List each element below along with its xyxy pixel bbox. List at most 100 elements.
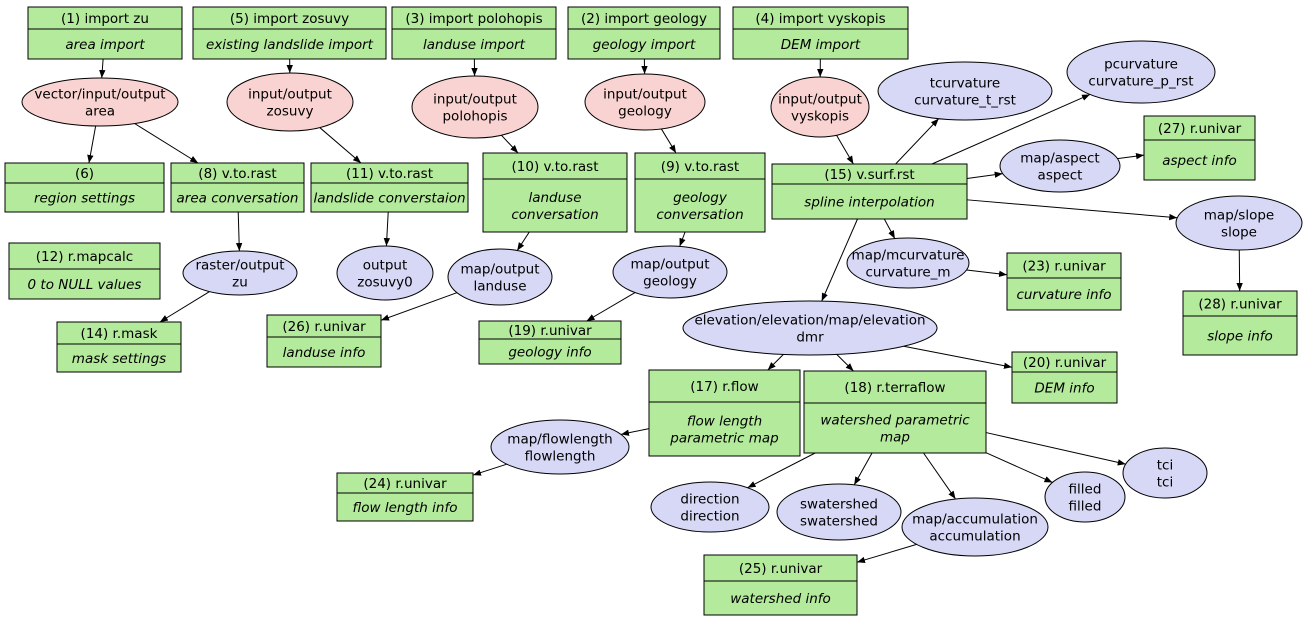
edge-e_flowlength-b24 bbox=[472, 463, 507, 476]
step-description: watershed info bbox=[730, 591, 831, 607]
data-node-label: raster/output bbox=[195, 258, 284, 274]
edge-b15-e_mcurv bbox=[883, 218, 896, 239]
step-description: spline interpolation bbox=[804, 195, 934, 211]
data-node-shape bbox=[447, 248, 553, 306]
step-box-rect bbox=[1006, 252, 1122, 311]
data-node-label: map/flowlength bbox=[507, 432, 612, 448]
data-node-label: zu bbox=[232, 275, 248, 291]
step-title: (8) v.to.rast bbox=[198, 166, 276, 182]
step-description: 0 to NULL values bbox=[28, 277, 142, 293]
step-description: landuse import bbox=[423, 37, 526, 53]
step-title: (6) bbox=[75, 166, 94, 182]
data-node-label: curvature_m bbox=[865, 265, 950, 281]
edge-b18-e_tci bbox=[985, 432, 1126, 466]
step-box-rect bbox=[732, 6, 909, 60]
data-node-label: direction bbox=[680, 492, 739, 508]
step-box-b23: (23) r.univar curvature info bbox=[1006, 252, 1122, 311]
step-title: (2) import geology bbox=[581, 11, 707, 27]
data-node-label: dmr bbox=[796, 330, 824, 346]
step-description: conversation bbox=[656, 207, 743, 223]
data-node-shape bbox=[999, 139, 1121, 193]
edge-e_landuse-b26 bbox=[380, 292, 458, 321]
step-box-rect bbox=[192, 6, 387, 60]
edge-b8-e_zu bbox=[235, 211, 243, 252]
step-title: (20) r.univar bbox=[1023, 355, 1107, 371]
step-title: (15) v.surf.rst bbox=[824, 167, 914, 183]
step-title: (1) import zu bbox=[61, 11, 149, 27]
data-node-label: swatershed bbox=[800, 497, 878, 513]
edge-b18-e_accum bbox=[923, 452, 956, 500]
step-description: curvature info bbox=[1016, 287, 1111, 303]
step-title: (18) r.terraflow bbox=[844, 380, 945, 396]
data-node-label: filled bbox=[1069, 499, 1102, 515]
step-description: watershed parametric bbox=[820, 413, 970, 429]
step-box-rect bbox=[310, 162, 469, 213]
step-description: landuse bbox=[528, 190, 581, 206]
data-node-shape bbox=[877, 61, 1053, 121]
edge-b9-e_geology_out bbox=[679, 231, 686, 247]
step-title: (3) import polohopis bbox=[405, 11, 542, 27]
step-title: (9) v.to.rast bbox=[661, 159, 739, 175]
data-node-shape bbox=[226, 72, 354, 132]
edge-b10-e_landuse bbox=[516, 231, 530, 251]
data-node-shape bbox=[584, 73, 706, 131]
step-box-rect bbox=[336, 472, 474, 522]
data-node-shape bbox=[612, 245, 728, 299]
edge-e_zu-b14 bbox=[159, 291, 210, 323]
edges bbox=[87, 58, 1243, 563]
step-description: flow length bbox=[687, 414, 762, 430]
step-box-b5: (5) import zosuvy existing landslide impo… bbox=[192, 6, 387, 60]
data-node-label: input/output bbox=[778, 92, 862, 108]
data-node-label: curvature_p_rst bbox=[1088, 74, 1193, 90]
data-node-label: vyskopis bbox=[791, 109, 849, 125]
step-description: conversation bbox=[511, 207, 598, 223]
data-node-shape bbox=[776, 483, 902, 541]
step-box-rect bbox=[4, 162, 165, 213]
data-node-label: elevation/elevation/map/elevation bbox=[694, 313, 925, 329]
step-description: DEM info bbox=[1034, 381, 1094, 397]
step-title: (11) v.to.rast bbox=[346, 166, 433, 182]
data-node-label: tci bbox=[1157, 475, 1173, 491]
step-title: (27) r.univar bbox=[1158, 121, 1242, 137]
edge-b15-e_slope bbox=[966, 199, 1178, 221]
edge-e_geology_out-b19 bbox=[586, 292, 636, 322]
step-title: (24) r.univar bbox=[363, 476, 447, 492]
data-node-label: map/output bbox=[460, 262, 539, 278]
edge-e_dmr-b17 bbox=[767, 354, 784, 371]
step-title: (5) import zosuvy bbox=[230, 11, 349, 27]
step-title: (26) r.univar bbox=[282, 319, 366, 335]
edge-e_area-b6 bbox=[87, 125, 97, 164]
data-node-label: map/mcurvature bbox=[852, 248, 965, 264]
step-title: (23) r.univar bbox=[1022, 259, 1106, 275]
edge-b18-e_filled bbox=[985, 452, 1053, 483]
step-title: (28) r.univar bbox=[1198, 297, 1282, 313]
step-box-rect bbox=[8, 242, 161, 300]
step-title: (14) r.mask bbox=[81, 326, 158, 342]
step-box-rect bbox=[266, 314, 382, 368]
data-node-label: pcurvature bbox=[1104, 57, 1178, 73]
step-box-rect bbox=[1182, 290, 1298, 356]
data-node-label: curvature_t_rst bbox=[914, 93, 1016, 109]
step-description: geology info bbox=[508, 345, 591, 361]
step-box-rect bbox=[56, 321, 182, 373]
data-node-label: map/aspect bbox=[1020, 151, 1099, 167]
edge-b1-e_area bbox=[99, 58, 106, 79]
step-description: existing landslide import bbox=[206, 37, 374, 53]
edge-e_dmr-b20 bbox=[903, 345, 1013, 369]
